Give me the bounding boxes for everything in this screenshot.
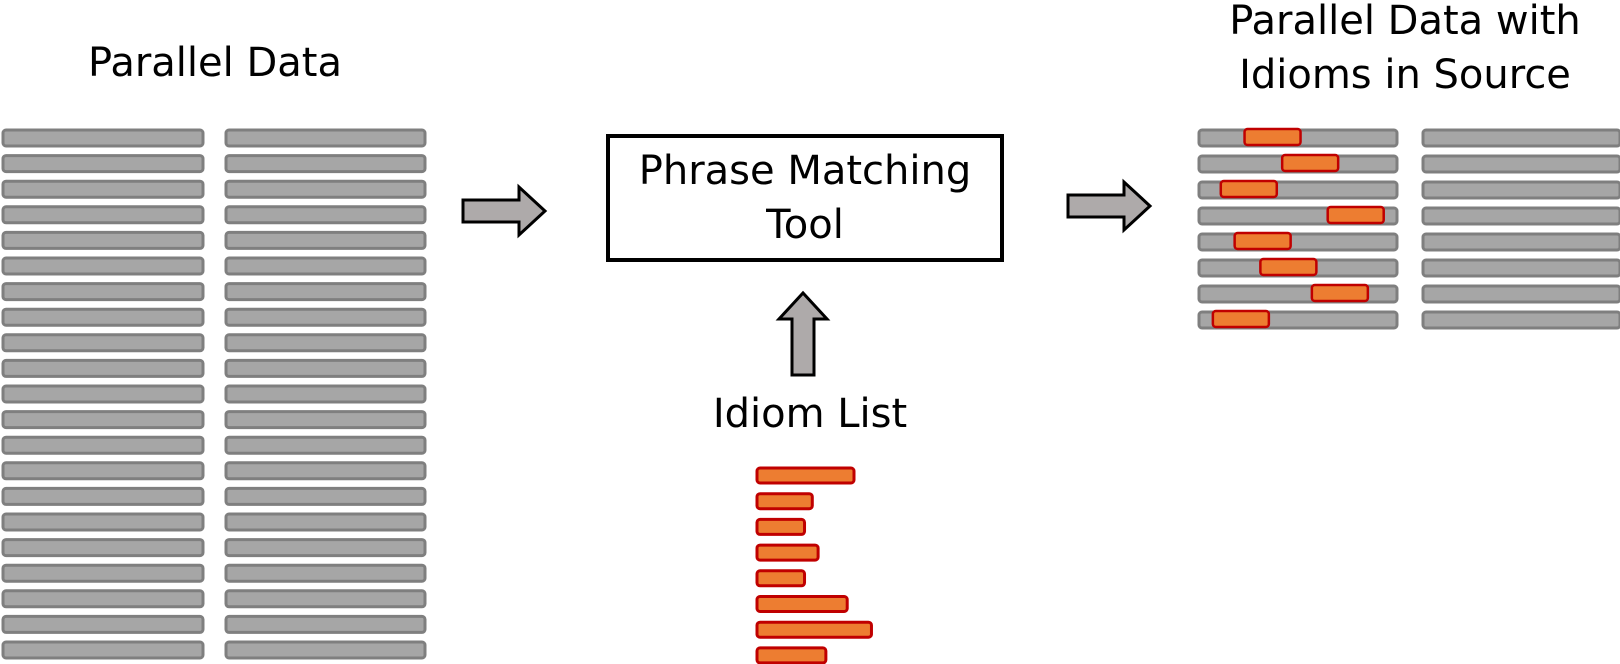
idiom-list-title: Idiom List (712, 391, 908, 437)
target-sentence-bar (224, 358, 427, 378)
target-sentence-bar (224, 179, 427, 199)
highlighted-idiom-bar (1211, 309, 1271, 329)
source-sentence-bar (1, 282, 205, 302)
target-sentence-bar (224, 614, 427, 634)
output-title-line1: Parallel Data with (1229, 0, 1581, 44)
output-source-column (1197, 127, 1399, 330)
source-sentence-bar (1, 410, 205, 430)
idiom-bar (755, 517, 807, 536)
source-sentence-bar (1, 128, 205, 148)
phrase-matching-tool-box: Phrase Matching Tool (606, 134, 1004, 262)
source-sentence-bar (1, 179, 205, 199)
highlighted-idiom-bar (1326, 205, 1385, 225)
up-arrow-icon (775, 290, 831, 377)
source-sentence-bar (1, 256, 205, 276)
parallel-data-source-column (1, 128, 205, 660)
source-sentence-bar (1, 461, 205, 481)
right-arrow-icon (461, 183, 548, 239)
highlighted-idiom-bar (1259, 257, 1318, 277)
parallel-data-target-column (224, 128, 427, 660)
target-sentence-bar (224, 282, 427, 302)
output-title-line2: Idioms in Source (1239, 52, 1571, 98)
idiom-bar (755, 543, 820, 562)
target-sentence-bar (1421, 180, 1620, 200)
source-sentence-bar (1, 589, 205, 609)
output-data-title: Parallel Data with Idioms in Source (1190, 0, 1620, 102)
target-sentence-bar (224, 256, 427, 276)
source-sentence-bar (1, 333, 205, 353)
target-sentence-bar (1421, 128, 1620, 148)
source-sentence-bar (1, 230, 205, 250)
target-sentence-bar (1421, 310, 1620, 330)
target-sentence-bar (1421, 232, 1620, 252)
idiom-bar (755, 466, 856, 485)
target-sentence-bar (224, 589, 427, 609)
target-sentence-bar (224, 538, 427, 558)
highlighted-idiom-bar (1233, 231, 1292, 251)
source-sentence-bar (1, 384, 205, 404)
source-sentence-bar (1, 307, 205, 327)
source-sentence-bar (1, 358, 205, 378)
target-sentence-bar (224, 486, 427, 506)
source-sentence-bar (1, 486, 205, 506)
idiom-bar (755, 569, 807, 588)
target-sentence-bar (224, 512, 427, 532)
source-sentence-bar (1, 205, 205, 225)
target-sentence-bar (224, 640, 427, 660)
idiom-bar (755, 595, 849, 613)
source-sentence-bar (1, 435, 205, 455)
parallel-data-title: Parallel Data (88, 40, 342, 86)
target-sentence-bar (224, 333, 427, 353)
target-sentence-bar (1421, 154, 1620, 174)
source-sentence-bar (1, 154, 205, 174)
target-sentence-bar (224, 128, 427, 148)
source-sentence-bar (1, 640, 205, 660)
source-sentence-bar (1, 614, 205, 634)
source-sentence-bar (1197, 232, 1399, 252)
target-sentence-bar (224, 461, 427, 481)
idiom-bar (755, 492, 814, 511)
target-sentence-bar (1421, 284, 1620, 304)
highlighted-idiom-bar (1280, 153, 1340, 173)
highlighted-idiom-bar (1310, 283, 1370, 303)
target-sentence-bar (224, 307, 427, 327)
source-sentence-bar (1, 538, 205, 558)
target-sentence-bar (224, 230, 427, 250)
target-sentence-bar (224, 410, 427, 430)
target-sentence-bar (224, 435, 427, 455)
target-sentence-bar (1421, 258, 1620, 278)
highlighted-idiom-bar (1219, 179, 1279, 199)
idiom-list-bars (755, 466, 873, 664)
idiom-bar (755, 646, 828, 664)
source-sentence-bar (1, 512, 205, 532)
target-sentence-bar (224, 563, 427, 583)
source-sentence-bar (1, 563, 205, 583)
target-sentence-bar (1421, 206, 1620, 226)
right-arrow-icon (1066, 178, 1153, 234)
highlighted-idiom-bar (1243, 127, 1302, 147)
target-sentence-bar (224, 205, 427, 225)
target-sentence-bar (224, 384, 427, 404)
target-sentence-bar (224, 154, 427, 174)
output-target-column (1421, 128, 1620, 330)
idiom-bar (755, 620, 873, 639)
